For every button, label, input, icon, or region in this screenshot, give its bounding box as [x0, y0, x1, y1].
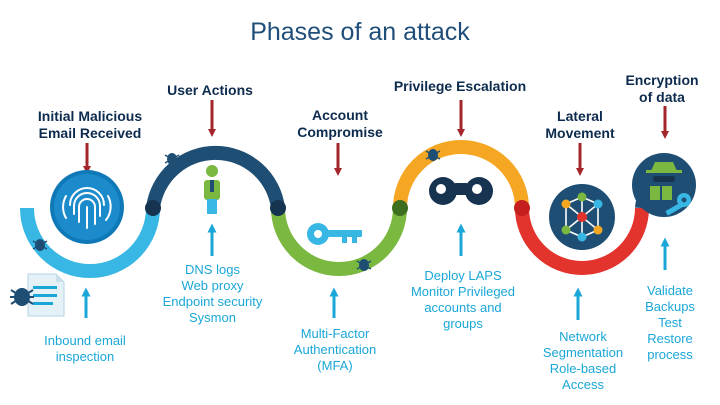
phase-label-lateral-movement: Lateral Movement — [525, 108, 635, 142]
bug-icon — [164, 153, 180, 165]
phase-label-line: Privilege Escalation — [393, 78, 527, 94]
defense-label-mfa: Multi-Factor Authentication (MFA) — [275, 326, 395, 374]
network-icon — [549, 184, 615, 250]
slide-title: Phases of an attack — [250, 18, 470, 46]
wave-segment-orange — [393, 140, 529, 209]
phase-label-privilege-escalation: Privilege Escalation — [375, 78, 545, 95]
phase-label-line: Initial Malicious — [37, 108, 143, 124]
defense-label-line: process — [647, 347, 693, 362]
junction-dot — [270, 200, 286, 216]
junction-dot — [392, 200, 408, 216]
wave-segment-light-blue — [20, 207, 160, 278]
fingerprint-icon — [50, 170, 124, 244]
defense-label-laps: Deploy LAPS Monitor Privileged accounts … — [393, 268, 533, 332]
infected-document-icon — [10, 273, 65, 317]
defense-label-line: Endpoint security — [162, 294, 263, 309]
phase-label-user-actions: User Actions — [145, 82, 275, 99]
defense-label-line: Monitor Privileged — [410, 284, 516, 299]
defense-label-backups: Validate Backups Test Restore process — [625, 283, 715, 363]
defense-label-line: Network — [559, 329, 607, 344]
wave-segment-green — [271, 207, 407, 276]
defense-label-email-inspection: Inbound email inspection — [20, 333, 150, 365]
phase-label-line: Lateral — [557, 108, 603, 124]
defense-label-line: Validate — [646, 283, 693, 298]
junction-dot — [145, 200, 161, 216]
defense-label-line: groups — [443, 316, 483, 331]
spy-key-icon — [632, 153, 696, 217]
phase-label-account-compromise: Account Compromise — [275, 107, 405, 141]
binoculars-icon — [429, 177, 493, 205]
wave-segment-dark-blue — [146, 145, 285, 210]
bug-icon — [425, 149, 441, 161]
defense-label-line: inspection — [55, 349, 115, 364]
defense-label-line: Access — [562, 377, 604, 392]
phase-label-line: of data — [639, 89, 685, 105]
defense-label-line: Authentication — [293, 342, 377, 357]
defense-label-line: Restore — [647, 331, 693, 346]
defense-label-line: Segmentation — [542, 345, 624, 360]
bug-icon — [32, 239, 48, 251]
phase-label-line: Email Received — [38, 125, 142, 141]
defense-label-line: accounts and — [424, 300, 502, 315]
phase-label-line: Compromise — [297, 124, 383, 140]
defense-label-segmentation: Network Segmentation Role-based Access — [528, 329, 638, 393]
phase-label-line: Movement — [545, 125, 615, 141]
phase-label-line: User Actions — [167, 82, 253, 98]
defense-label-line: Backups — [645, 299, 695, 314]
defense-label-dns-logs: DNS logs Web proxy Endpoint security Sys… — [145, 262, 280, 326]
phase-label-initial-email: Initial Malicious Email Received — [20, 108, 160, 142]
defense-label-line: Test — [658, 315, 682, 330]
defense-label-line: Deploy LAPS — [424, 268, 502, 283]
phase-label-encryption: Encryption of data — [612, 72, 712, 106]
phase-label-line: Account — [312, 107, 368, 123]
defense-label-line: Inbound email — [44, 333, 126, 348]
bug-icon — [356, 259, 372, 271]
phase-label-line: Encryption — [625, 72, 699, 88]
defense-label-line: Web proxy — [181, 278, 244, 293]
key-icon — [307, 223, 362, 245]
user-icon — [204, 165, 220, 214]
wave-segment-red — [515, 207, 649, 275]
defense-label-line: DNS logs — [185, 262, 240, 277]
defense-label-line: Sysmon — [189, 310, 236, 325]
defense-label-line: Multi-Factor — [300, 326, 370, 341]
junction-dot — [514, 200, 530, 216]
defense-label-line: Role-based — [549, 361, 617, 376]
defense-label-line: (MFA) — [317, 358, 353, 373]
